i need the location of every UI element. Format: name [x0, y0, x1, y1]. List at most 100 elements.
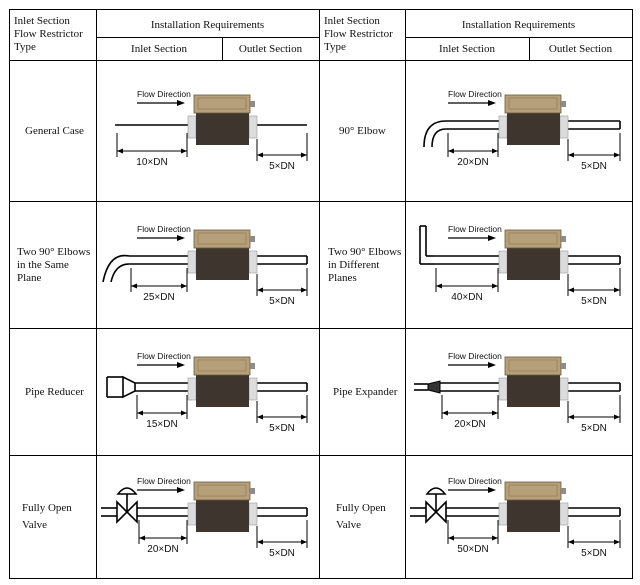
row2-right-diagram: Flow Direction 40×DN 5×DN	[419, 224, 621, 307]
flow-direction-label: Flow Direction	[137, 476, 191, 486]
row-divider-1	[9, 201, 632, 202]
valve-body-right	[125, 500, 138, 524]
flow-direction-label: Flow Direction	[448, 476, 502, 486]
row3-right-label: Pipe Expander	[333, 385, 398, 398]
outlet-dim-arrow-left	[257, 287, 263, 293]
meter-connector	[561, 363, 566, 369]
meter-connector	[250, 101, 255, 107]
outlet-flange	[559, 502, 569, 526]
left-type-divider	[96, 9, 97, 579]
flow-arrow-head	[488, 100, 496, 106]
elbow-outer	[423, 120, 447, 148]
table-top-border	[9, 9, 632, 10]
outlet-flange	[248, 502, 258, 526]
outlet-dim-label: 5×DN	[269, 423, 295, 434]
outlet-dim-label: 5×DN	[269, 548, 295, 559]
meter-connector	[561, 488, 566, 494]
header-split-right	[405, 37, 632, 38]
right-outlet-header: Outlet Section	[548, 43, 613, 55]
inlet-flange	[187, 502, 197, 526]
inlet-dim-arrow-left	[137, 410, 143, 416]
outlet-dim-label: 5×DN	[581, 161, 607, 172]
valve-body-left	[116, 500, 129, 524]
table-bottom-border	[9, 578, 632, 579]
outlet-dim-arrow-right	[301, 539, 307, 545]
inlet-flange	[187, 115, 197, 139]
meter-head	[504, 229, 562, 249]
inlet-dim-arrow-right	[181, 410, 187, 416]
meter-body	[507, 498, 560, 532]
outlet-dim-arrow-left	[568, 152, 574, 158]
inlet-dim-arrow-left	[448, 148, 454, 154]
elbow-inner	[110, 263, 130, 283]
outlet-dim-arrow-right	[301, 152, 307, 158]
left-install-header: Installation Requirements	[150, 19, 265, 31]
row-divider-2	[9, 328, 632, 329]
inlet-dim-arrow-right	[492, 283, 498, 289]
valve-body-right	[434, 500, 447, 524]
meter-body	[507, 111, 560, 145]
flow-direction-label: Flow Direction	[137, 89, 191, 99]
left-inlet-header: Inlet Section	[131, 43, 187, 55]
meter-connector	[561, 101, 566, 107]
inlet-flange	[498, 502, 508, 526]
left-outlet-header: Outlet Section	[238, 43, 303, 55]
inlet-dim-label: 10×DN	[136, 157, 167, 168]
outlet-flange	[248, 250, 258, 274]
flow-direction-label: Flow Direction	[448, 351, 502, 361]
inlet-flange	[187, 377, 197, 401]
meter-head	[193, 229, 251, 249]
valve-body-left	[425, 500, 438, 524]
outlet-dim-arrow-left	[568, 287, 574, 293]
outlet-dim-arrow-left	[568, 539, 574, 545]
outlet-flange	[559, 377, 569, 401]
meter-head-panel	[197, 484, 247, 497]
meter-body	[507, 373, 560, 407]
outlet-flange	[559, 250, 569, 274]
flow-arrow-head	[488, 235, 496, 241]
right-install-header: Installation Requirements	[461, 19, 576, 31]
flow-direction-label: Flow Direction	[448, 224, 502, 234]
elbow-outer	[102, 254, 130, 283]
meter-body	[196, 498, 249, 532]
valve-handwheel	[116, 487, 138, 495]
outlet-dim-label: 5×DN	[581, 423, 607, 434]
inlet-dim-arrow-right	[492, 535, 498, 541]
outlet-flange	[559, 115, 569, 139]
inlet-dim-arrow-right	[492, 410, 498, 416]
inlet-dim-label: 40×DN	[451, 292, 482, 303]
meter-connector	[250, 488, 255, 494]
left-inlet-outlet-divider	[222, 37, 223, 61]
valve-handwheel	[425, 487, 447, 495]
outlet-dim-arrow-right	[614, 414, 620, 420]
inlet-dim-label: 20×DN	[147, 544, 178, 555]
meter-head-panel	[197, 97, 247, 110]
outlet-dim-arrow-left	[257, 414, 263, 420]
outlet-dim-label: 5×DN	[269, 161, 295, 172]
outlet-dim-arrow-right	[614, 539, 620, 545]
inlet-dim-label: 20×DN	[457, 157, 488, 168]
inlet-flange	[187, 250, 197, 274]
inlet-flange	[498, 115, 508, 139]
meter-head-panel	[508, 359, 558, 372]
flow-arrow-head	[488, 487, 496, 493]
table-right-border	[632, 9, 633, 579]
meter-head-panel	[508, 484, 558, 497]
outlet-flange	[248, 115, 258, 139]
inlet-dim-arrow-left	[436, 283, 442, 289]
outlet-dim-label: 5×DN	[581, 296, 607, 307]
meter-head	[504, 94, 562, 114]
row1-right-label: 90° Elbow	[339, 124, 386, 137]
inlet-dim-arrow-left	[442, 410, 448, 416]
inlet-dim-label: 20×DN	[454, 419, 485, 430]
flow-direction-label: Flow Direction	[137, 224, 191, 234]
outlet-dim-label: 5×DN	[581, 548, 607, 559]
outlet-dim-arrow-right	[301, 287, 307, 293]
inlet-dim-label: 50×DN	[457, 544, 488, 555]
